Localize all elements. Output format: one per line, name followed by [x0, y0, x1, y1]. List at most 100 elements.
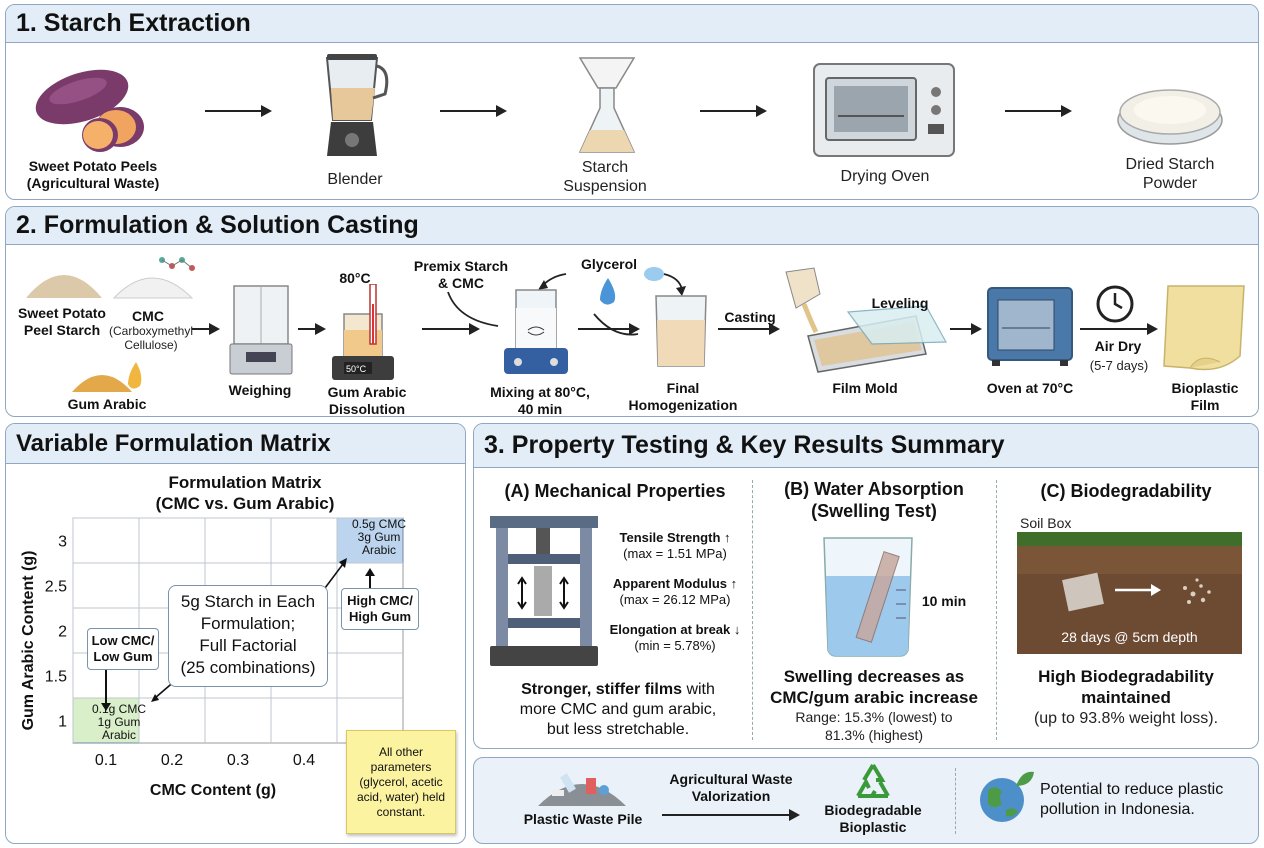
starch-label-line1: Sweet Potato	[18, 305, 106, 321]
tensile-value: (max = 1.51 MPa)	[623, 546, 727, 561]
bio-label-line2: Bioplastic	[839, 819, 907, 835]
dissolution-label: Gum Arabic Dissolution	[312, 384, 422, 418]
filter-flask-icon	[578, 57, 636, 153]
starch-powder-label: Dried Starch Powder	[1100, 155, 1240, 193]
low-corner-cell-label: 0.1g CMC 1g Gum Arabic	[87, 703, 151, 742]
potential-line1: Potential to reduce plastic	[1040, 781, 1224, 798]
y-tick-label-3: 2.5	[45, 579, 67, 596]
bio-label-line1: Biodegradable	[824, 802, 922, 818]
mixing-label: Mixing at 80°C, 40 min	[470, 384, 610, 418]
high-label-line2: High Gum	[348, 609, 412, 624]
mech-summary-3: but less stretchable.	[546, 721, 690, 738]
mech-summary-1: with	[682, 681, 715, 698]
tensile-block: Tensile Strength ↑ (max = 1.51 MPa) Appa…	[600, 530, 750, 654]
center-note-line3: Full Factorial	[199, 636, 297, 655]
arrow-1d	[1005, 105, 1072, 117]
mech-summary-2: more CMC and gum arabic,	[519, 701, 717, 718]
potential-text: Potential to reduce plastic pollution in…	[1040, 780, 1252, 820]
section-1-title: 1. Starch Extraction	[6, 5, 1258, 43]
water-range-line1: Range: 15.3% (lowest) to	[795, 709, 953, 725]
gum-arabic-label: Gum Arabic	[67, 396, 147, 412]
oven-70-icon	[987, 287, 1073, 366]
starch-label: Sweet Potato Peel Starch	[10, 305, 114, 339]
glycerol-label: Glycerol	[580, 256, 638, 272]
sticky-line3: (glycerol, acetic	[359, 775, 443, 789]
arrow-2d	[578, 323, 640, 335]
starch-label-line2: Peel Starch	[23, 322, 101, 338]
premix-line2: & CMC	[438, 275, 484, 291]
water-summary-line1: Swelling decreases as	[783, 667, 965, 686]
film-line1: Bioplastic	[1171, 380, 1239, 396]
matrix-title: Variable Formulation Matrix	[6, 424, 465, 464]
biodegradability-title: (C) Biodegradability	[1040, 481, 1212, 501]
cmc-pile-icon	[112, 257, 195, 299]
y-tick-label-4: 3	[58, 534, 67, 551]
divider-2	[996, 480, 997, 740]
mechanical-title: (A) Mechanical Properties	[504, 481, 726, 501]
matrix-chart-title: Formulation Matrix (CMC vs. Gum Arabic)	[90, 472, 400, 514]
clock-icon	[1096, 285, 1134, 323]
recycle-icon	[856, 763, 890, 798]
modulus-label: Apparent Modulus ↑	[612, 576, 738, 591]
water-title-line1: (B) Water Absorption	[784, 479, 964, 499]
low-corner-line1: 0.1g CMC	[91, 702, 147, 716]
x-axis-label: CMC Content (g)	[150, 782, 276, 799]
suspension-line1: Starch	[581, 159, 629, 176]
high-corner-line2: 3g Gum	[357, 530, 401, 544]
arrow-2c	[422, 323, 480, 335]
plastic-waste-label: Plastic Waste Pile	[523, 811, 643, 827]
high-corner-cell-label: 0.5g CMC 3g Gum Arabic	[346, 518, 412, 557]
bioplastic-film-icon	[1163, 285, 1245, 371]
bio-summary-line1: High Biodegradability	[1038, 667, 1214, 686]
soil-depth-label: 28 days @ 5cm depth	[1061, 629, 1198, 645]
x-tick-label-3: 0.4	[293, 752, 315, 769]
low-label-arrowhead	[101, 703, 111, 711]
section-starch-extraction: 1. Starch Extraction	[5, 4, 1259, 200]
cmc-full-line2: Cellulose)	[124, 338, 178, 352]
high-label-arrowhead	[365, 568, 375, 576]
final-line2: Homogenization	[628, 397, 738, 413]
film-mold-icon	[785, 267, 948, 373]
valorization-line1: Agricultural Waste	[669, 771, 793, 787]
soil-box-label: Soil Box	[1020, 515, 1072, 531]
section-3-title: 3. Property Testing & Key Results Summar…	[474, 424, 1258, 468]
high-cmc-high-gum-label: High CMC/ High Gum	[341, 588, 419, 630]
film-mold-label: Film Mold	[832, 380, 898, 396]
arrow-1c	[700, 105, 767, 117]
cmc-full-label: (Carboxymethyl Cellulose)	[96, 324, 206, 352]
highlight-cell-1	[336, 517, 404, 564]
premix-arrows	[447, 273, 567, 327]
valorization-line2: Valorization	[691, 788, 771, 804]
suspension-line2: Suspension	[563, 178, 647, 195]
bio-summary-line2: maintained	[1081, 688, 1171, 707]
potential-line2: pollution in Indonesia.	[1040, 801, 1195, 818]
leveling-label: Leveling	[871, 295, 929, 311]
x-tick-label-0: 0.1	[95, 752, 117, 769]
footer-arrow	[662, 809, 800, 821]
valorization-label: Agricultural Waste Valorization	[656, 771, 806, 805]
arrow-2f	[950, 323, 982, 335]
starch-powder-dish-icon	[1117, 89, 1223, 145]
biodegradable-bioplastic-label: Biodegradable Bioplastic	[806, 802, 940, 836]
sticky-line2: parameters	[370, 760, 432, 774]
peels-label: Sweet Potato Peels (Agricultural Waste)	[8, 158, 178, 192]
x-tick-label-2: 0.3	[227, 752, 249, 769]
suspension-label: Starch Suspension	[540, 158, 670, 196]
sticky-line5: constant.	[376, 805, 426, 819]
high-corner-line1: 0.5g CMC	[351, 517, 407, 531]
elongation-label: Elongation at break ↓	[609, 622, 741, 637]
footer-divider	[955, 768, 956, 834]
high-label-line1: High CMC/	[347, 593, 413, 608]
soil-box-icon	[1017, 532, 1242, 654]
powder-line2: Powder	[1142, 175, 1198, 192]
mixing-stirrer-icon	[504, 289, 568, 374]
water-range-line2: 81.3% (highest)	[824, 727, 924, 743]
temp-label: 80°C	[339, 270, 371, 286]
tensile-label: Tensile Strength ↑	[619, 530, 731, 545]
center-note: 5g Starch in Each Formulation; Full Fact…	[168, 585, 328, 687]
bio-summary: High Biodegradability maintained	[1000, 666, 1252, 708]
note-arrowhead-low	[151, 694, 159, 702]
divider-1	[752, 480, 753, 740]
air-dry-label: Air Dry	[1094, 338, 1142, 354]
mixing-line2: 40 min	[517, 401, 563, 417]
